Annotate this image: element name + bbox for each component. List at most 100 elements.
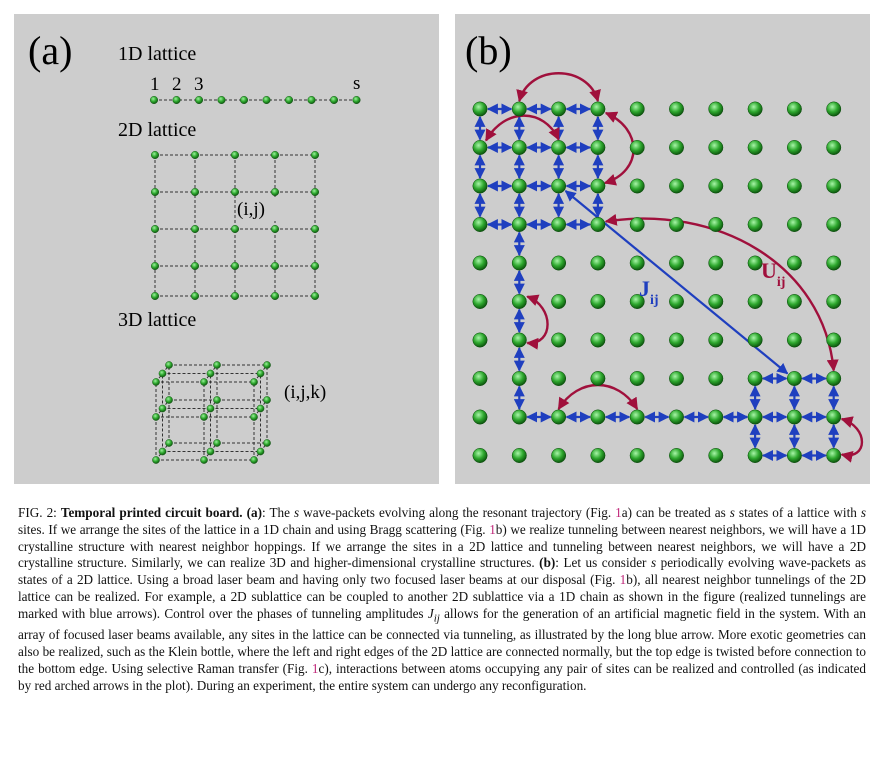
caption-text: FIG. 2: Temporal printed circuit board. … bbox=[18, 505, 867, 693]
lattice-site bbox=[629, 178, 645, 194]
lattice-site bbox=[747, 332, 763, 348]
lattice-site bbox=[629, 101, 645, 117]
lattice-site bbox=[629, 217, 645, 232]
interaction-arrow bbox=[516, 72, 601, 103]
lattice-site bbox=[590, 371, 606, 386]
lattice-site bbox=[708, 101, 724, 117]
lattice-site bbox=[511, 255, 527, 271]
lattice-site bbox=[158, 369, 167, 378]
lattice-site bbox=[551, 448, 567, 463]
lattice-site bbox=[250, 413, 258, 421]
lattice-site bbox=[250, 378, 258, 386]
panel-a: (a) 1D lattice 2D lattice 3D lattice 1 2… bbox=[14, 14, 439, 484]
lattice-site bbox=[708, 255, 724, 271]
lattice-site bbox=[472, 217, 488, 232]
lattice-site bbox=[747, 371, 763, 386]
lattice-site bbox=[629, 294, 645, 309]
lattice-site bbox=[786, 371, 802, 386]
lattice-site bbox=[747, 140, 763, 155]
figure-caption: FIG. 2: Temporal printed circuit board. … bbox=[18, 505, 866, 694]
lattice-site bbox=[472, 448, 488, 463]
lattice-site bbox=[152, 413, 160, 421]
lattice-site bbox=[708, 332, 724, 348]
lattice-site bbox=[152, 456, 160, 464]
lattice-site bbox=[311, 187, 320, 196]
lattice-site bbox=[263, 361, 271, 369]
lattice-site bbox=[271, 150, 280, 159]
lattice-site bbox=[786, 101, 802, 117]
lattice-site bbox=[826, 178, 842, 194]
lattice-site bbox=[590, 101, 606, 117]
lattice-site bbox=[669, 255, 684, 271]
lattice-site bbox=[786, 140, 802, 155]
lattice-site bbox=[786, 409, 802, 425]
lattice-site bbox=[747, 217, 763, 232]
lattice-site bbox=[826, 140, 842, 155]
lattice-site bbox=[165, 439, 173, 447]
lattice-site bbox=[311, 224, 320, 233]
lattice-site bbox=[747, 409, 763, 425]
panel-a-diagram: (a) 1D lattice 2D lattice 3D lattice 1 2… bbox=[28, 28, 361, 464]
lattice-site bbox=[190, 187, 199, 196]
site-label-s: s bbox=[353, 73, 360, 94]
panel-b-label: (b) bbox=[465, 28, 512, 73]
lattice-site bbox=[230, 150, 239, 159]
lattice-site bbox=[826, 294, 842, 309]
title-2d: 2D lattice bbox=[118, 119, 196, 141]
lattice-site bbox=[629, 371, 645, 386]
lattice-site bbox=[826, 409, 842, 425]
lattice-site bbox=[472, 294, 488, 309]
lattice-site bbox=[590, 217, 606, 232]
lattice-site bbox=[263, 439, 271, 447]
lattice-site bbox=[472, 332, 488, 348]
lattice-site bbox=[472, 409, 488, 425]
lattice-site bbox=[629, 140, 645, 155]
lattice-site bbox=[590, 332, 606, 348]
interaction-arrow bbox=[604, 213, 839, 372]
lattice-site bbox=[149, 95, 158, 104]
lattice-site bbox=[669, 294, 684, 309]
lattice-site bbox=[551, 294, 567, 309]
lattice-site bbox=[786, 255, 802, 271]
lattice-site bbox=[669, 371, 684, 386]
lattice-site bbox=[472, 371, 488, 386]
lattice-site bbox=[172, 95, 181, 104]
lattice-site bbox=[285, 95, 294, 104]
lattice-site bbox=[206, 369, 215, 378]
title-1d: 1D lattice bbox=[118, 43, 196, 65]
lattice-site bbox=[747, 101, 763, 117]
lattice-site bbox=[708, 140, 724, 155]
label-J: Jij bbox=[639, 276, 659, 308]
lattice-site bbox=[511, 332, 527, 348]
lattice-site bbox=[826, 371, 842, 386]
lattice-site bbox=[786, 178, 802, 194]
lattice-site bbox=[551, 409, 567, 425]
lattice-site bbox=[708, 409, 724, 425]
lattice-site bbox=[152, 378, 160, 386]
lattice-site bbox=[511, 217, 527, 232]
lattice-site bbox=[551, 101, 567, 117]
lattice-site bbox=[230, 261, 239, 270]
lattice-site bbox=[551, 371, 567, 386]
lattice-site bbox=[256, 447, 265, 456]
lattice-site bbox=[472, 101, 488, 117]
lattice-site bbox=[150, 292, 159, 301]
lattice-site bbox=[190, 224, 199, 233]
lattice-site bbox=[311, 261, 320, 270]
lattice-site bbox=[590, 409, 606, 425]
lattice-site bbox=[669, 178, 684, 194]
lattice-site bbox=[747, 294, 763, 309]
lattice-site bbox=[629, 332, 645, 348]
lattice-site bbox=[826, 448, 842, 463]
lattice-site bbox=[158, 447, 167, 456]
lattice-site bbox=[786, 217, 802, 232]
lattice-site bbox=[250, 456, 258, 464]
lattice-site bbox=[551, 140, 567, 155]
lattice-site bbox=[708, 217, 724, 232]
lattice-site bbox=[165, 361, 173, 369]
lattice-site bbox=[786, 294, 802, 309]
lattice-site bbox=[206, 447, 215, 456]
lattice-site bbox=[590, 255, 606, 271]
lattice-site bbox=[551, 332, 567, 348]
lattice-site bbox=[256, 369, 265, 378]
